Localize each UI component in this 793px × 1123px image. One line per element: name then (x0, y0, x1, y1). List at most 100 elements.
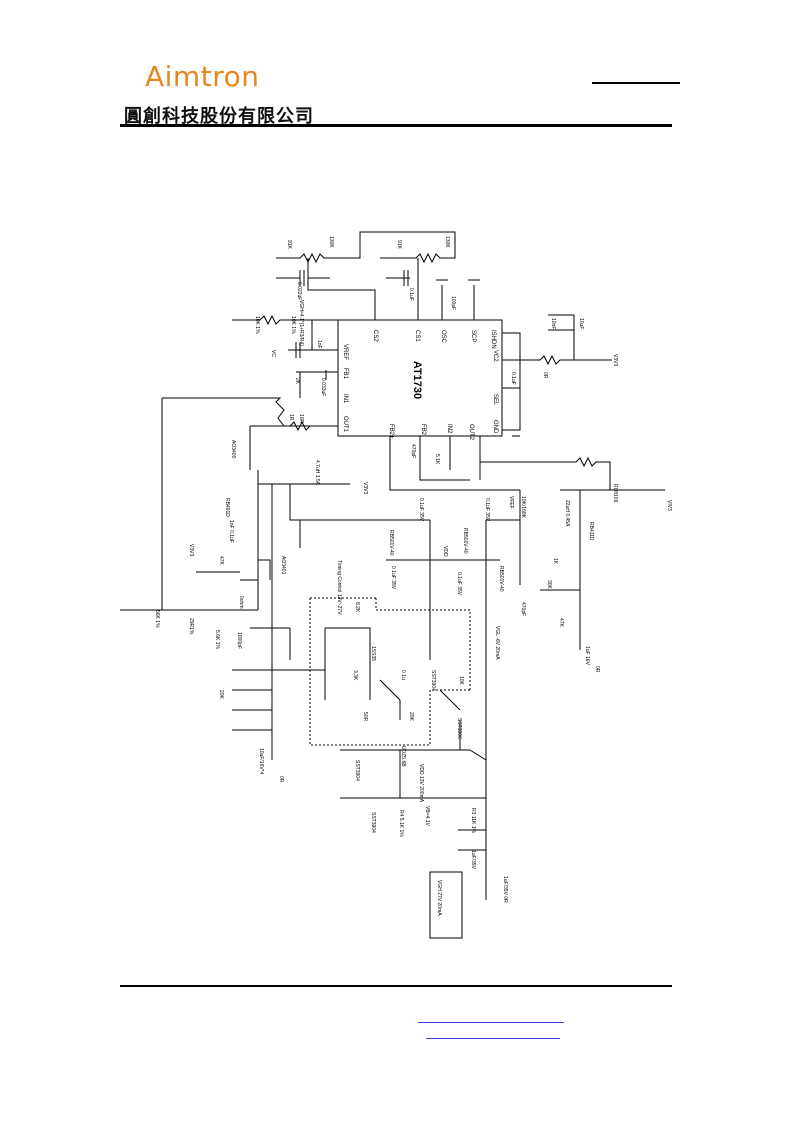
component-label: 0.022uF (296, 282, 302, 300)
component-label: 1uF/35V (470, 850, 476, 870)
component-label: VGL -6V 20mA (494, 626, 500, 660)
component-label: 10K (458, 676, 464, 686)
component-label: 10R (298, 414, 304, 424)
ic-pins-bottom: FB2+ FB2 IN2 OUT2 (388, 424, 474, 441)
pin-label: SCP (470, 330, 476, 342)
component-label: 100pF (450, 296, 456, 310)
component-label: 1R (288, 414, 294, 421)
footer-link-1[interactable] (418, 1022, 564, 1023)
component-label: 470pF (410, 444, 416, 458)
component-label: 91K (286, 240, 292, 250)
component-label: 20K (408, 712, 414, 722)
pin-label: VC2 (492, 350, 498, 362)
component-label: 1K (552, 558, 558, 565)
header-rule (120, 124, 672, 127)
component-label: RU8109 (612, 484, 618, 503)
ic-pins-top: CS2 CS1 OSC SCP ISHDN (372, 330, 496, 349)
component-label: 10K 1% (254, 316, 260, 334)
component-label: 8.2K (354, 602, 360, 613)
component-label: RB411D (588, 522, 594, 541)
component-label: 0.033uF (320, 378, 326, 396)
component-label: VIV3 (666, 500, 672, 511)
pin-label: VREF (342, 344, 348, 360)
component-label: 0R (542, 372, 548, 379)
component-label: 50R (362, 712, 368, 722)
pin-label: CS2 (372, 330, 378, 342)
pin-label: OSC (440, 330, 446, 344)
component-label: 0.1uF 35V (418, 498, 424, 522)
component-label: 1uF 16V (584, 646, 590, 666)
pin-label: IN1 (342, 394, 348, 404)
component-label: Timing Control 13V~27V (336, 560, 342, 615)
company-logo: Aimtron (145, 60, 259, 93)
component-label: SST3906 (456, 718, 462, 739)
component-label: 10uF (578, 318, 584, 329)
component-label: 10K/168K (520, 496, 526, 519)
component-label: 0ohm (238, 596, 244, 609)
pin-label: ISHDN (490, 330, 496, 349)
component-label: 1nF (316, 340, 322, 349)
component-label: UDZ5.6B (400, 746, 406, 767)
component-label: 1nF 0.1uF (228, 520, 234, 543)
component-label: 3.3K (352, 670, 358, 681)
component-label: 1uF/35V 0R (502, 876, 508, 903)
component-label: 47K (218, 556, 224, 566)
component-label: VDD (442, 546, 448, 557)
component-label: V3V3 (612, 354, 618, 366)
component-label: 56K 1% (154, 610, 160, 628)
pin-label: CS1 (414, 330, 420, 342)
component-label: 4.7uH 1.5A (314, 460, 320, 486)
component-label: 0R (594, 666, 600, 673)
component-label: RB501V-40 (498, 566, 504, 592)
component-label: 22uH 0.45A (564, 500, 570, 527)
component-label: 29R1% (188, 618, 194, 635)
component-label: R4 5.1K 1% (398, 810, 404, 837)
component-label: 10K 1% (290, 316, 296, 334)
component-label: V3V3 (188, 544, 194, 556)
component-label: 0.1uF 35V (390, 566, 396, 590)
component-label: 0.1uF (510, 372, 516, 385)
component-label: 0R (278, 776, 284, 783)
component-label: 0.1uF 35V (456, 572, 462, 596)
component-label: R3 11K 1% (470, 808, 476, 833)
component-label: 0.1uF (408, 288, 414, 301)
component-label: RB501V-40 (388, 530, 394, 556)
logo-text: Aimtron (145, 60, 260, 93)
footer-rule (120, 985, 672, 987)
ic-name: AT1730 (411, 361, 423, 399)
pin-label: OUT1 (342, 416, 348, 433)
pin-label: OUT2 (468, 424, 474, 441)
ic-pins-right: VC2 SEL GND (492, 350, 498, 434)
component-label: 91K (396, 240, 402, 250)
component-label: 10nF (550, 318, 556, 329)
header-short-rule (592, 82, 680, 84)
component-label: VGH 27V 20mA (436, 880, 442, 916)
component-label: SST3904 (354, 760, 360, 781)
ic-pins-left: VREF FB1 IN1 OUT1 (342, 344, 348, 433)
footer-link-2[interactable] (426, 1038, 560, 1039)
component-label: RB491D (224, 498, 230, 517)
component-label: AO3401 (280, 556, 286, 575)
component-label: 10uF/16V*4 (258, 748, 264, 775)
pin-label: FB2 (420, 424, 426, 436)
component-label: VC (270, 350, 276, 357)
pin-label: FB1 (342, 368, 348, 380)
component-label: VDD 13V 200mA (418, 764, 424, 803)
pin-label: GND (492, 420, 498, 434)
component-label: 0.1u (400, 670, 406, 680)
component-label: 1SS35 (370, 646, 376, 661)
component-label: 20K (218, 690, 224, 700)
component-label: V3V3 (362, 482, 368, 494)
component-label: RB501V-40 (462, 528, 468, 554)
component-label: 1000pF (236, 632, 242, 649)
component-label: SST3904 (430, 670, 436, 691)
component-label: VB=4.1V (424, 806, 430, 827)
component-label: 5.6K 1% (214, 630, 220, 649)
company-name: 圓創科技股份有限公司 (124, 106, 314, 127)
component-label: 470pF (520, 602, 526, 616)
component-label: 2K (294, 378, 300, 385)
pin-label: SEL (492, 394, 498, 406)
component-label: 30K (546, 580, 552, 590)
